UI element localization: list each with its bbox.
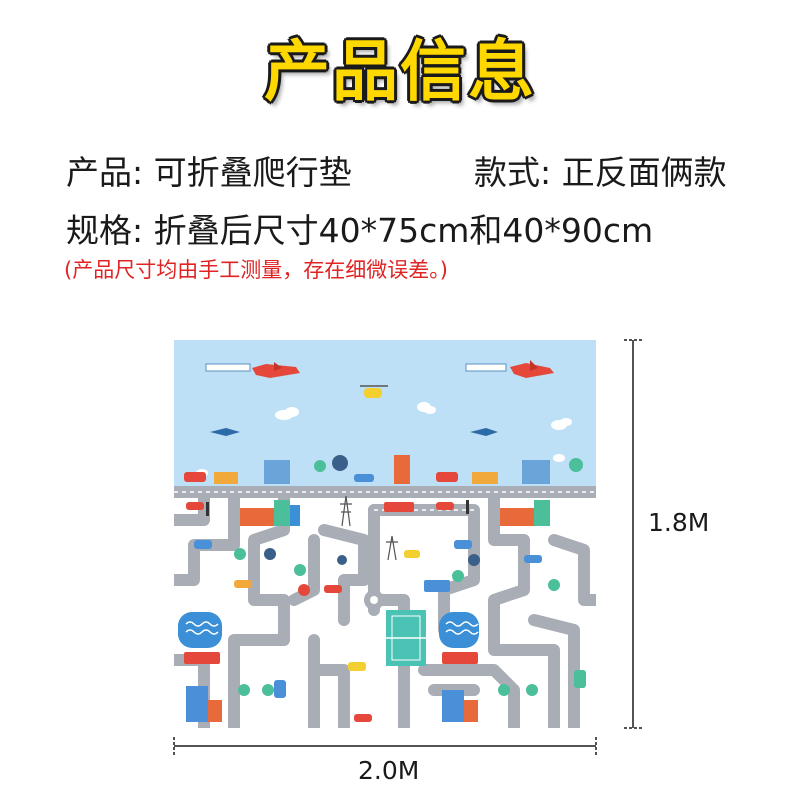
airplane-banner-left [205, 362, 300, 378]
product-size: 规格: 折叠后尺寸40*75cm和40*90cm [66, 211, 654, 250]
play-mat-image [174, 340, 596, 728]
power-towers [340, 495, 398, 561]
measurement-note: (产品尺寸均由手工测量，存在细微误差。) [64, 258, 448, 282]
city-road-illustration [174, 360, 596, 728]
buildings [186, 500, 550, 722]
trees [234, 548, 560, 696]
product-style: 款式: 正反面俩款 [474, 153, 727, 192]
small-plane-right [470, 428, 498, 436]
pond-right [439, 612, 479, 648]
helicopter [360, 385, 388, 398]
product-name: 产品: 可折叠爬行垫 [66, 153, 352, 192]
airplane-banner-right [465, 360, 554, 378]
skyline [184, 455, 583, 484]
vehicles [184, 502, 586, 722]
page-title: 产品信息 [264, 33, 536, 110]
pond-left [178, 612, 222, 648]
small-plane-left [210, 428, 240, 436]
width-label: 2.0M [358, 756, 420, 785]
height-label: 1.8M [648, 508, 710, 537]
